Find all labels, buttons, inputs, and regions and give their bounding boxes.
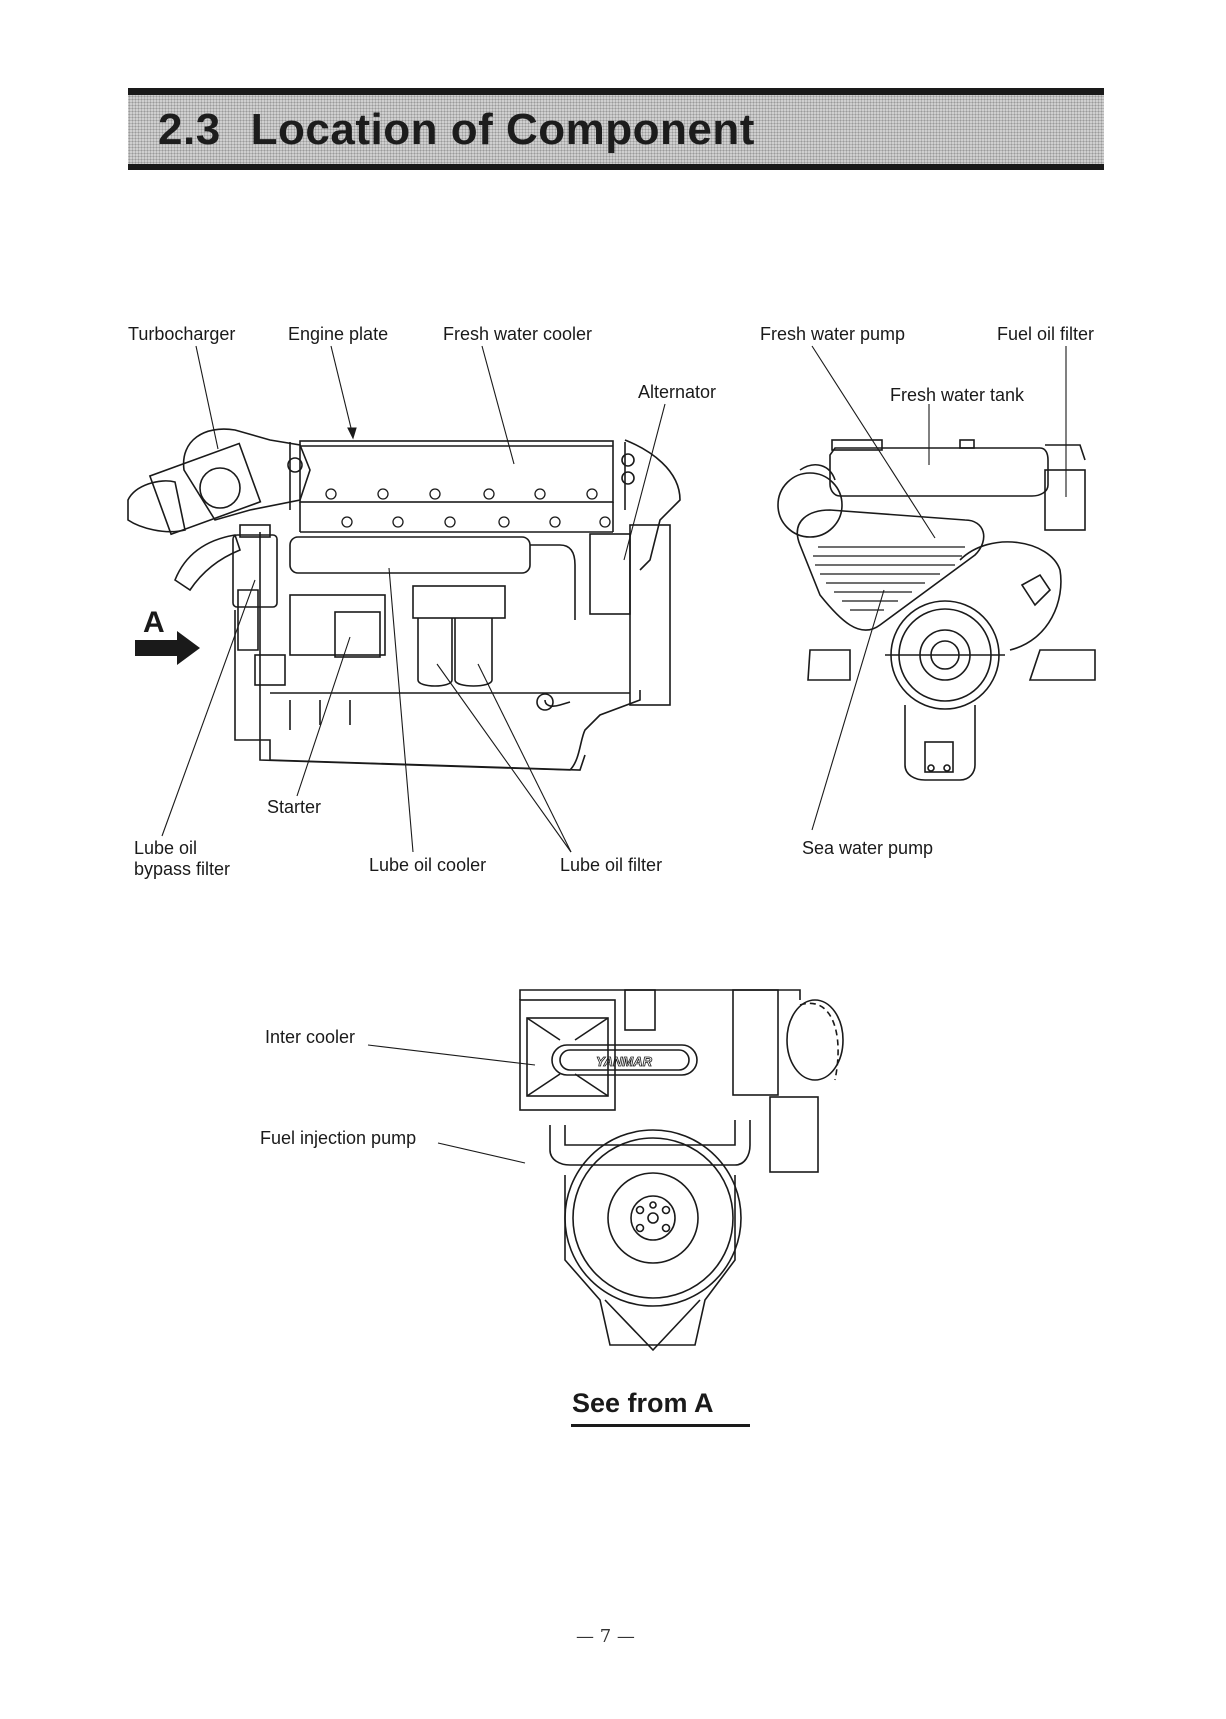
rear-engine-drawing: YANMAR [520,990,843,1350]
page-number: — 7 — [576,1626,635,1647]
caption-underline [571,1424,750,1427]
yanmar-logo: YANMAR [596,1054,653,1069]
view-caption: See from A [572,1388,714,1419]
rear-view-leader-lines [368,1045,535,1163]
